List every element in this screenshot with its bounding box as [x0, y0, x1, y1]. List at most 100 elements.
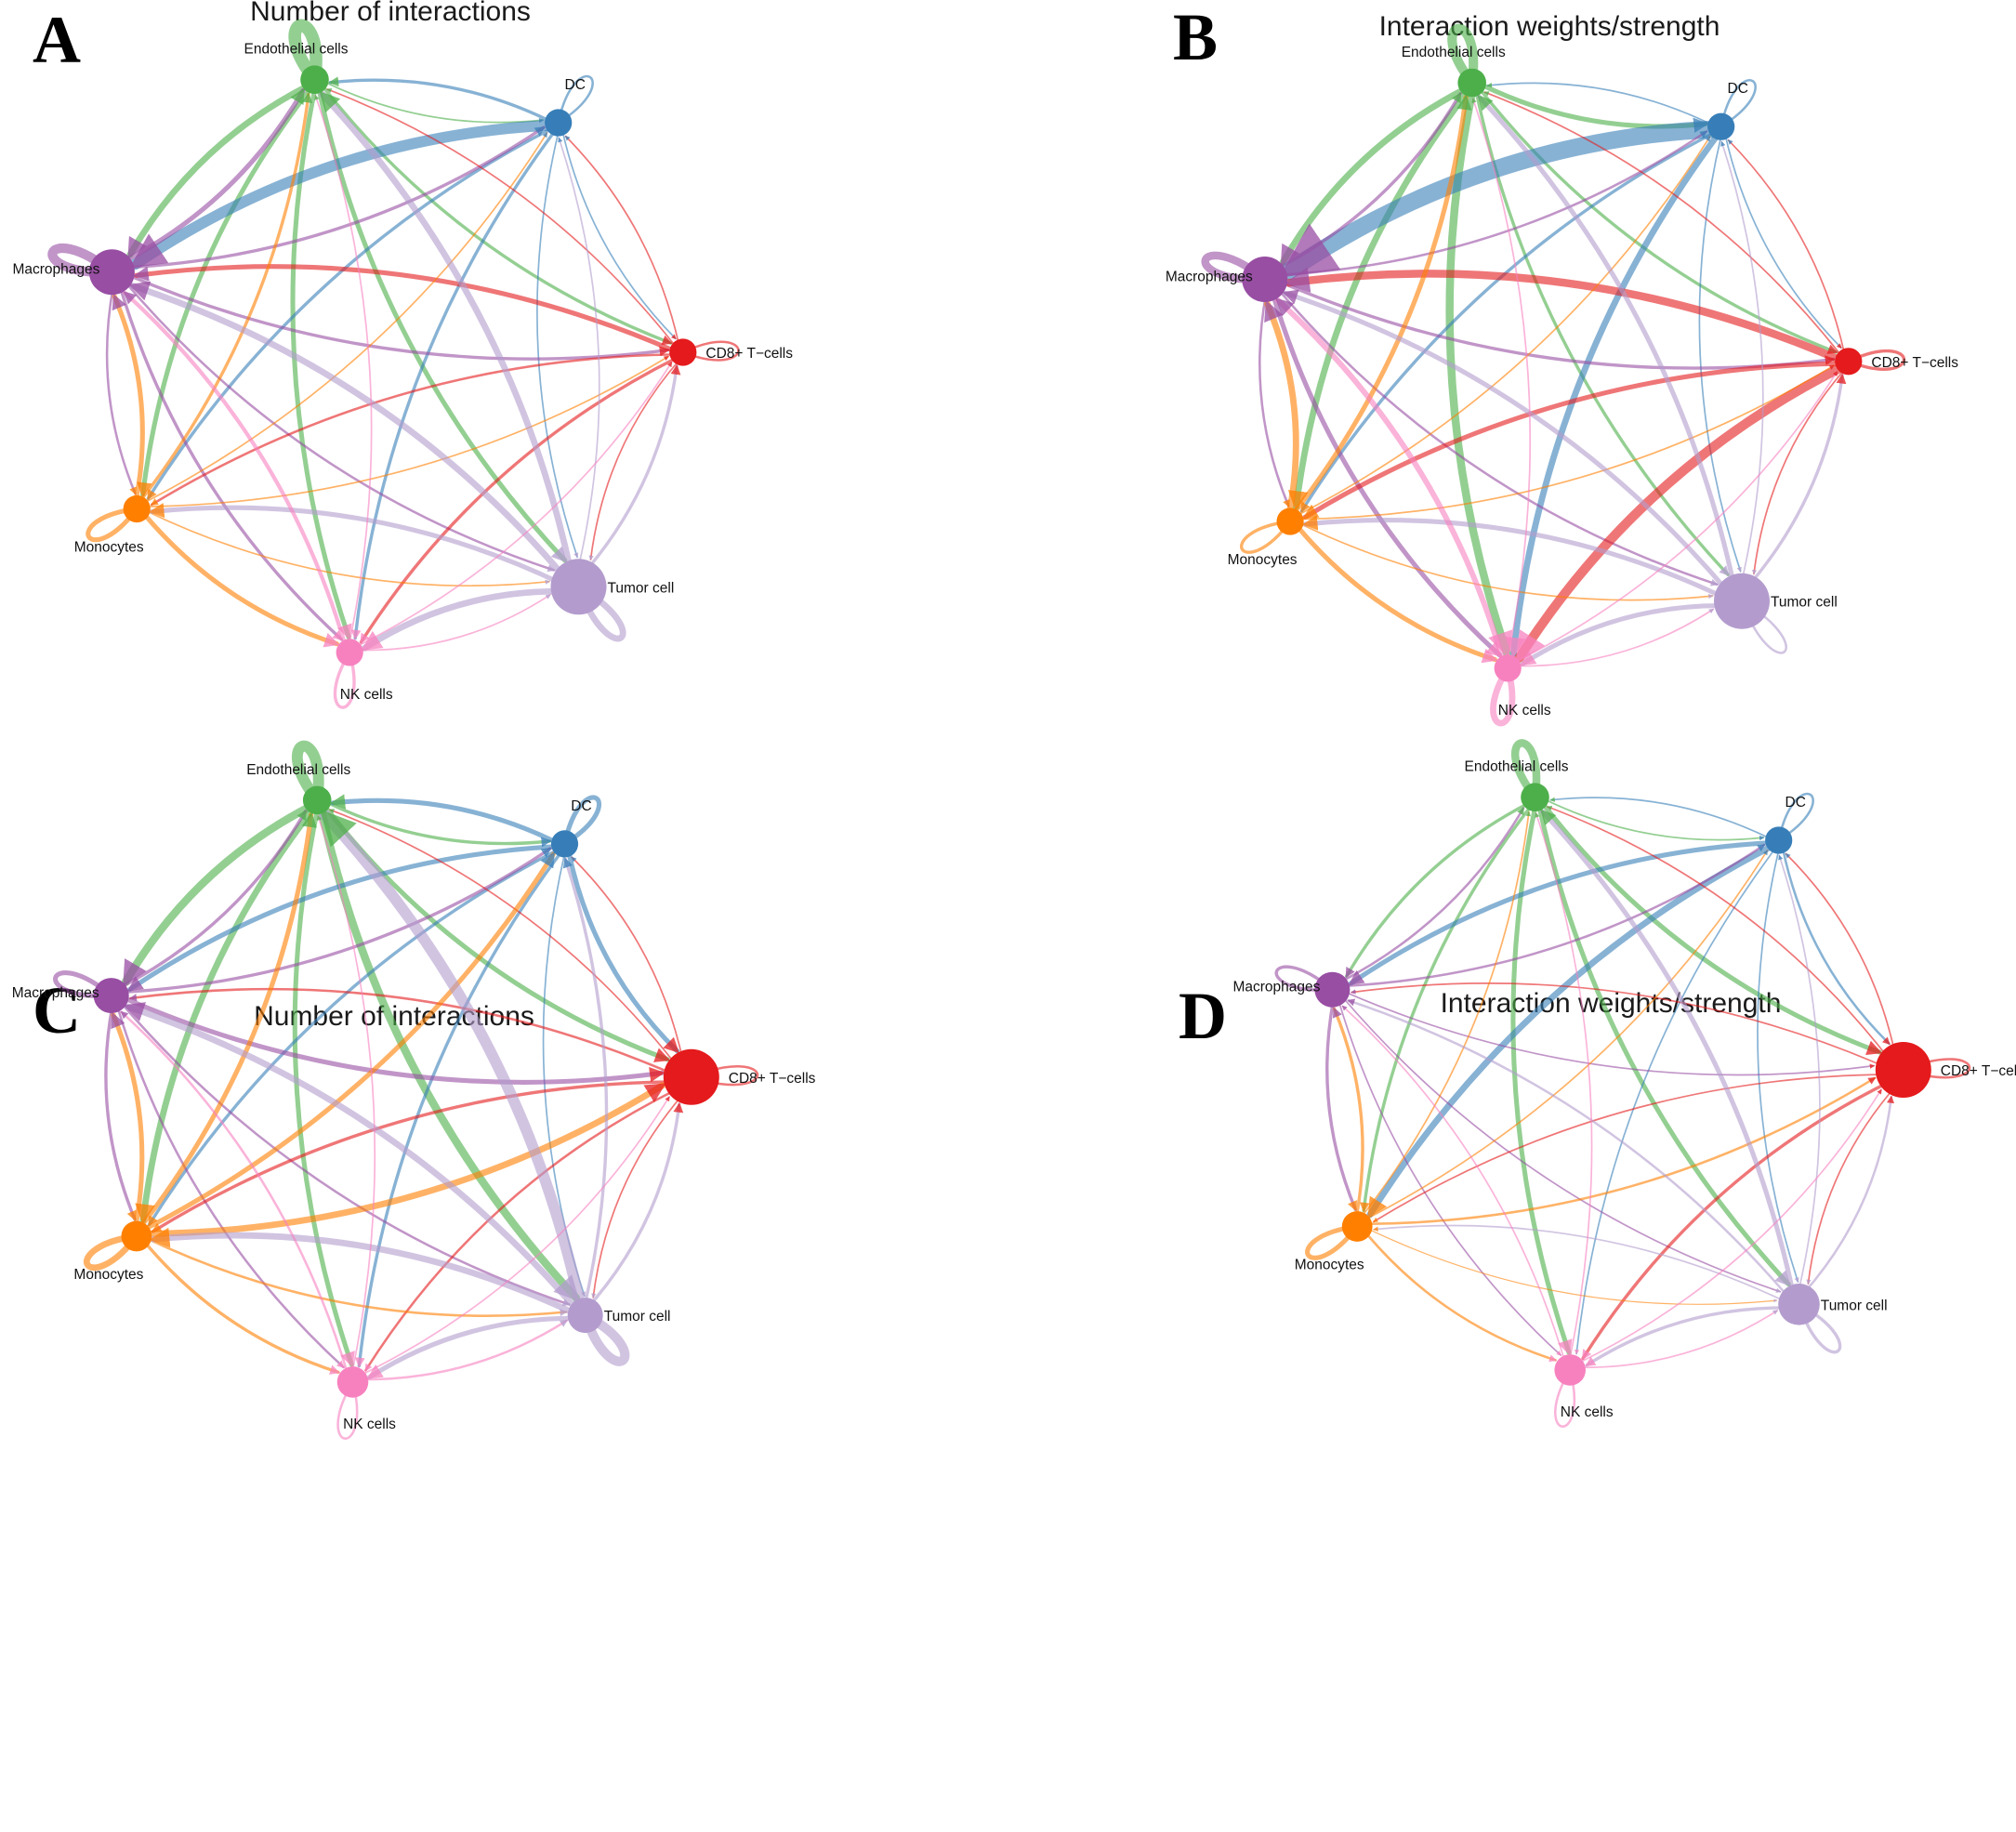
edge-macrophages-to-tumor-cell	[1274, 285, 1719, 587]
edge-monocytes-to-dc	[141, 132, 548, 505]
edges	[105, 76, 681, 652]
self-loop-endothelial-cells	[1447, 23, 1479, 88]
edge-macrophages-to-endothelial-cells	[1338, 807, 1525, 984]
self-loop-dc	[1720, 79, 1757, 128]
panel-title: Number of interactions	[250, 0, 531, 27]
edge-endothelial-cells-to-cd8-t-cells	[1539, 799, 1883, 1056]
edge-macrophages-to-dc	[123, 125, 546, 270]
self-loop-nk-cells	[1490, 665, 1516, 727]
node-label-endothelial-cells: Endothelial cells	[244, 42, 348, 58]
self-loops	[53, 740, 759, 1440]
edge-nk-cells-to-cd8-t-cells	[1575, 1088, 1882, 1365]
edge-cd8-t-cells-to-endothelial-cells	[1547, 806, 1891, 1061]
edge-dc-to-nk-cells	[1574, 847, 1777, 1355]
self-loop-tumor-cell	[1740, 600, 1787, 654]
edge-nk-cells-to-endothelial-cells	[1471, 98, 1532, 661]
edge-dc-to-endothelial-cells	[1549, 797, 1772, 840]
edge-endothelial-cells-to-dc	[1542, 797, 1765, 841]
node-endothelial-cells	[1457, 68, 1486, 98]
node-label-cd8-t-cells: CD8+ T−cells	[729, 1071, 816, 1087]
edge-dc-to-nk-cells	[350, 128, 558, 640]
panel-title: Interaction weights/strength	[1379, 11, 1720, 42]
edge-nk-cells-to-macrophages	[1341, 1005, 1566, 1364]
node-label-macrophages: Macrophages	[1232, 980, 1320, 995]
panel-letter: D	[1179, 979, 1227, 1053]
edge-monocytes-to-tumor-cell	[144, 1236, 568, 1317]
edge-cd8-t-cells-to-monocytes	[1302, 361, 1843, 520]
self-loop-tumor-cell	[580, 1311, 630, 1366]
edge-macrophages-to-dc	[1276, 130, 1708, 277]
node-label-dc: DC	[1785, 795, 1806, 811]
node-monocytes	[123, 494, 151, 523]
edge-macrophages-to-monocytes	[1258, 291, 1290, 508]
edge-monocytes-to-dc	[1363, 850, 1769, 1221]
edge-endothelial-cells-to-nk-cells	[290, 86, 352, 640]
nodes	[88, 65, 697, 666]
panel-d: D Interaction weights/strength Endotheli…	[1179, 739, 2016, 1428]
edge-tumor-cell-to-cd8-t-cells	[584, 364, 681, 573]
self-loop-monocytes	[86, 506, 139, 543]
edge-cd8-t-cells-to-monocytes	[1372, 1074, 1889, 1223]
edge-dc-to-cd8-t-cells	[1724, 133, 1842, 349]
edge-dc-to-macrophages	[1278, 120, 1722, 281]
self-loop-monocytes	[83, 1232, 140, 1272]
node-label-tumor-cell: Tumor cell	[1821, 1298, 1888, 1313]
edge-monocytes-to-macrophages	[1264, 299, 1299, 517]
edge-cd8-t-cells-to-tumor-cell	[588, 359, 681, 561]
edge-cd8-t-cells-to-dc	[564, 135, 680, 347]
edge-dc-to-monocytes	[1366, 842, 1776, 1219]
edge-macrophages-to-tumor-cell	[118, 1000, 571, 1307]
self-loop-endothelial-cells	[291, 740, 324, 806]
node-label-nk-cells: NK cells	[1561, 1404, 1614, 1420]
self-loop-macrophages	[1201, 251, 1270, 283]
edge-monocytes-to-cd8-t-cells	[1364, 1076, 1877, 1226]
edge-monocytes-to-endothelial-cells	[1360, 811, 1532, 1219]
edge-monocytes-to-macrophages	[1332, 1007, 1364, 1219]
edge-macrophages-to-monocytes	[1325, 998, 1358, 1212]
edges	[104, 794, 686, 1381]
edge-tumor-cell-to-macrophages	[123, 1002, 580, 1313]
edge-monocytes-to-nk-cells	[1364, 1230, 1558, 1363]
edge-tumor-cell-to-macrophages	[128, 281, 568, 581]
edge-dc-to-monocytes	[1299, 130, 1717, 513]
node-dc	[545, 109, 573, 137]
nodes	[1314, 783, 1931, 1386]
edge-monocytes-to-tumor-cell	[1365, 1227, 1778, 1305]
edge-dc-to-macrophages	[126, 844, 560, 993]
edge-tumor-cell-to-nk-cells	[1520, 603, 1729, 666]
edge-nk-cells-to-tumor-cell	[1577, 1310, 1779, 1369]
node-nk-cells	[336, 639, 363, 666]
panel-letter: A	[33, 3, 81, 77]
node-label-tumor-cell: Tumor cell	[604, 1309, 671, 1325]
edge-monocytes-to-cd8-t-cells	[1297, 364, 1835, 521]
edge-cd8-t-cells-to-tumor-cell	[1806, 1084, 1898, 1285]
node-label-dc: DC	[571, 798, 591, 814]
edge-tumor-cell-to-monocytes	[149, 502, 565, 587]
edge-dc-to-endothelial-cells	[328, 76, 552, 124]
edge-endothelial-cells-to-macrophages	[1345, 801, 1531, 979]
edge-tumor-cell-to-dc	[1778, 854, 1821, 1293]
node-label-cd8-t-cells: CD8+ T−cells	[705, 346, 793, 362]
node-label-tumor-cell: Tumor cell	[1771, 595, 1838, 611]
self-loop-monocytes	[1305, 1223, 1360, 1260]
edge-monocytes-to-dc	[140, 851, 556, 1232]
edge-tumor-cell-to-macrophages	[1282, 289, 1731, 595]
edge-dc-to-endothelial-cells	[1486, 82, 1714, 126]
node-macrophages	[1314, 971, 1351, 1008]
node-dc	[550, 830, 579, 858]
edge-tumor-cell-to-endothelial-cells	[319, 90, 574, 575]
node-tumor-cell	[1714, 573, 1770, 629]
edge-tumor-cell-to-dc	[558, 137, 600, 572]
edge-endothelial-cells-to-monocytes	[135, 805, 318, 1225]
edge-tumor-cell-to-cd8-t-cells	[587, 1101, 684, 1308]
node-cd8-t-cells	[669, 338, 697, 366]
edge-tumor-cell-to-dc	[562, 857, 609, 1307]
node-endothelial-cells	[300, 65, 329, 94]
edge-macrophages-to-endothelial-cells	[119, 87, 306, 266]
edge-endothelial-cells-to-monocytes	[1287, 87, 1472, 512]
edge-nk-cells-to-macrophages	[123, 290, 348, 648]
node-tumor-cell	[550, 559, 607, 615]
edge-dc-to-macrophages	[1348, 840, 1773, 986]
edge-cd8-t-cells-to-endothelial-cells	[329, 809, 679, 1068]
